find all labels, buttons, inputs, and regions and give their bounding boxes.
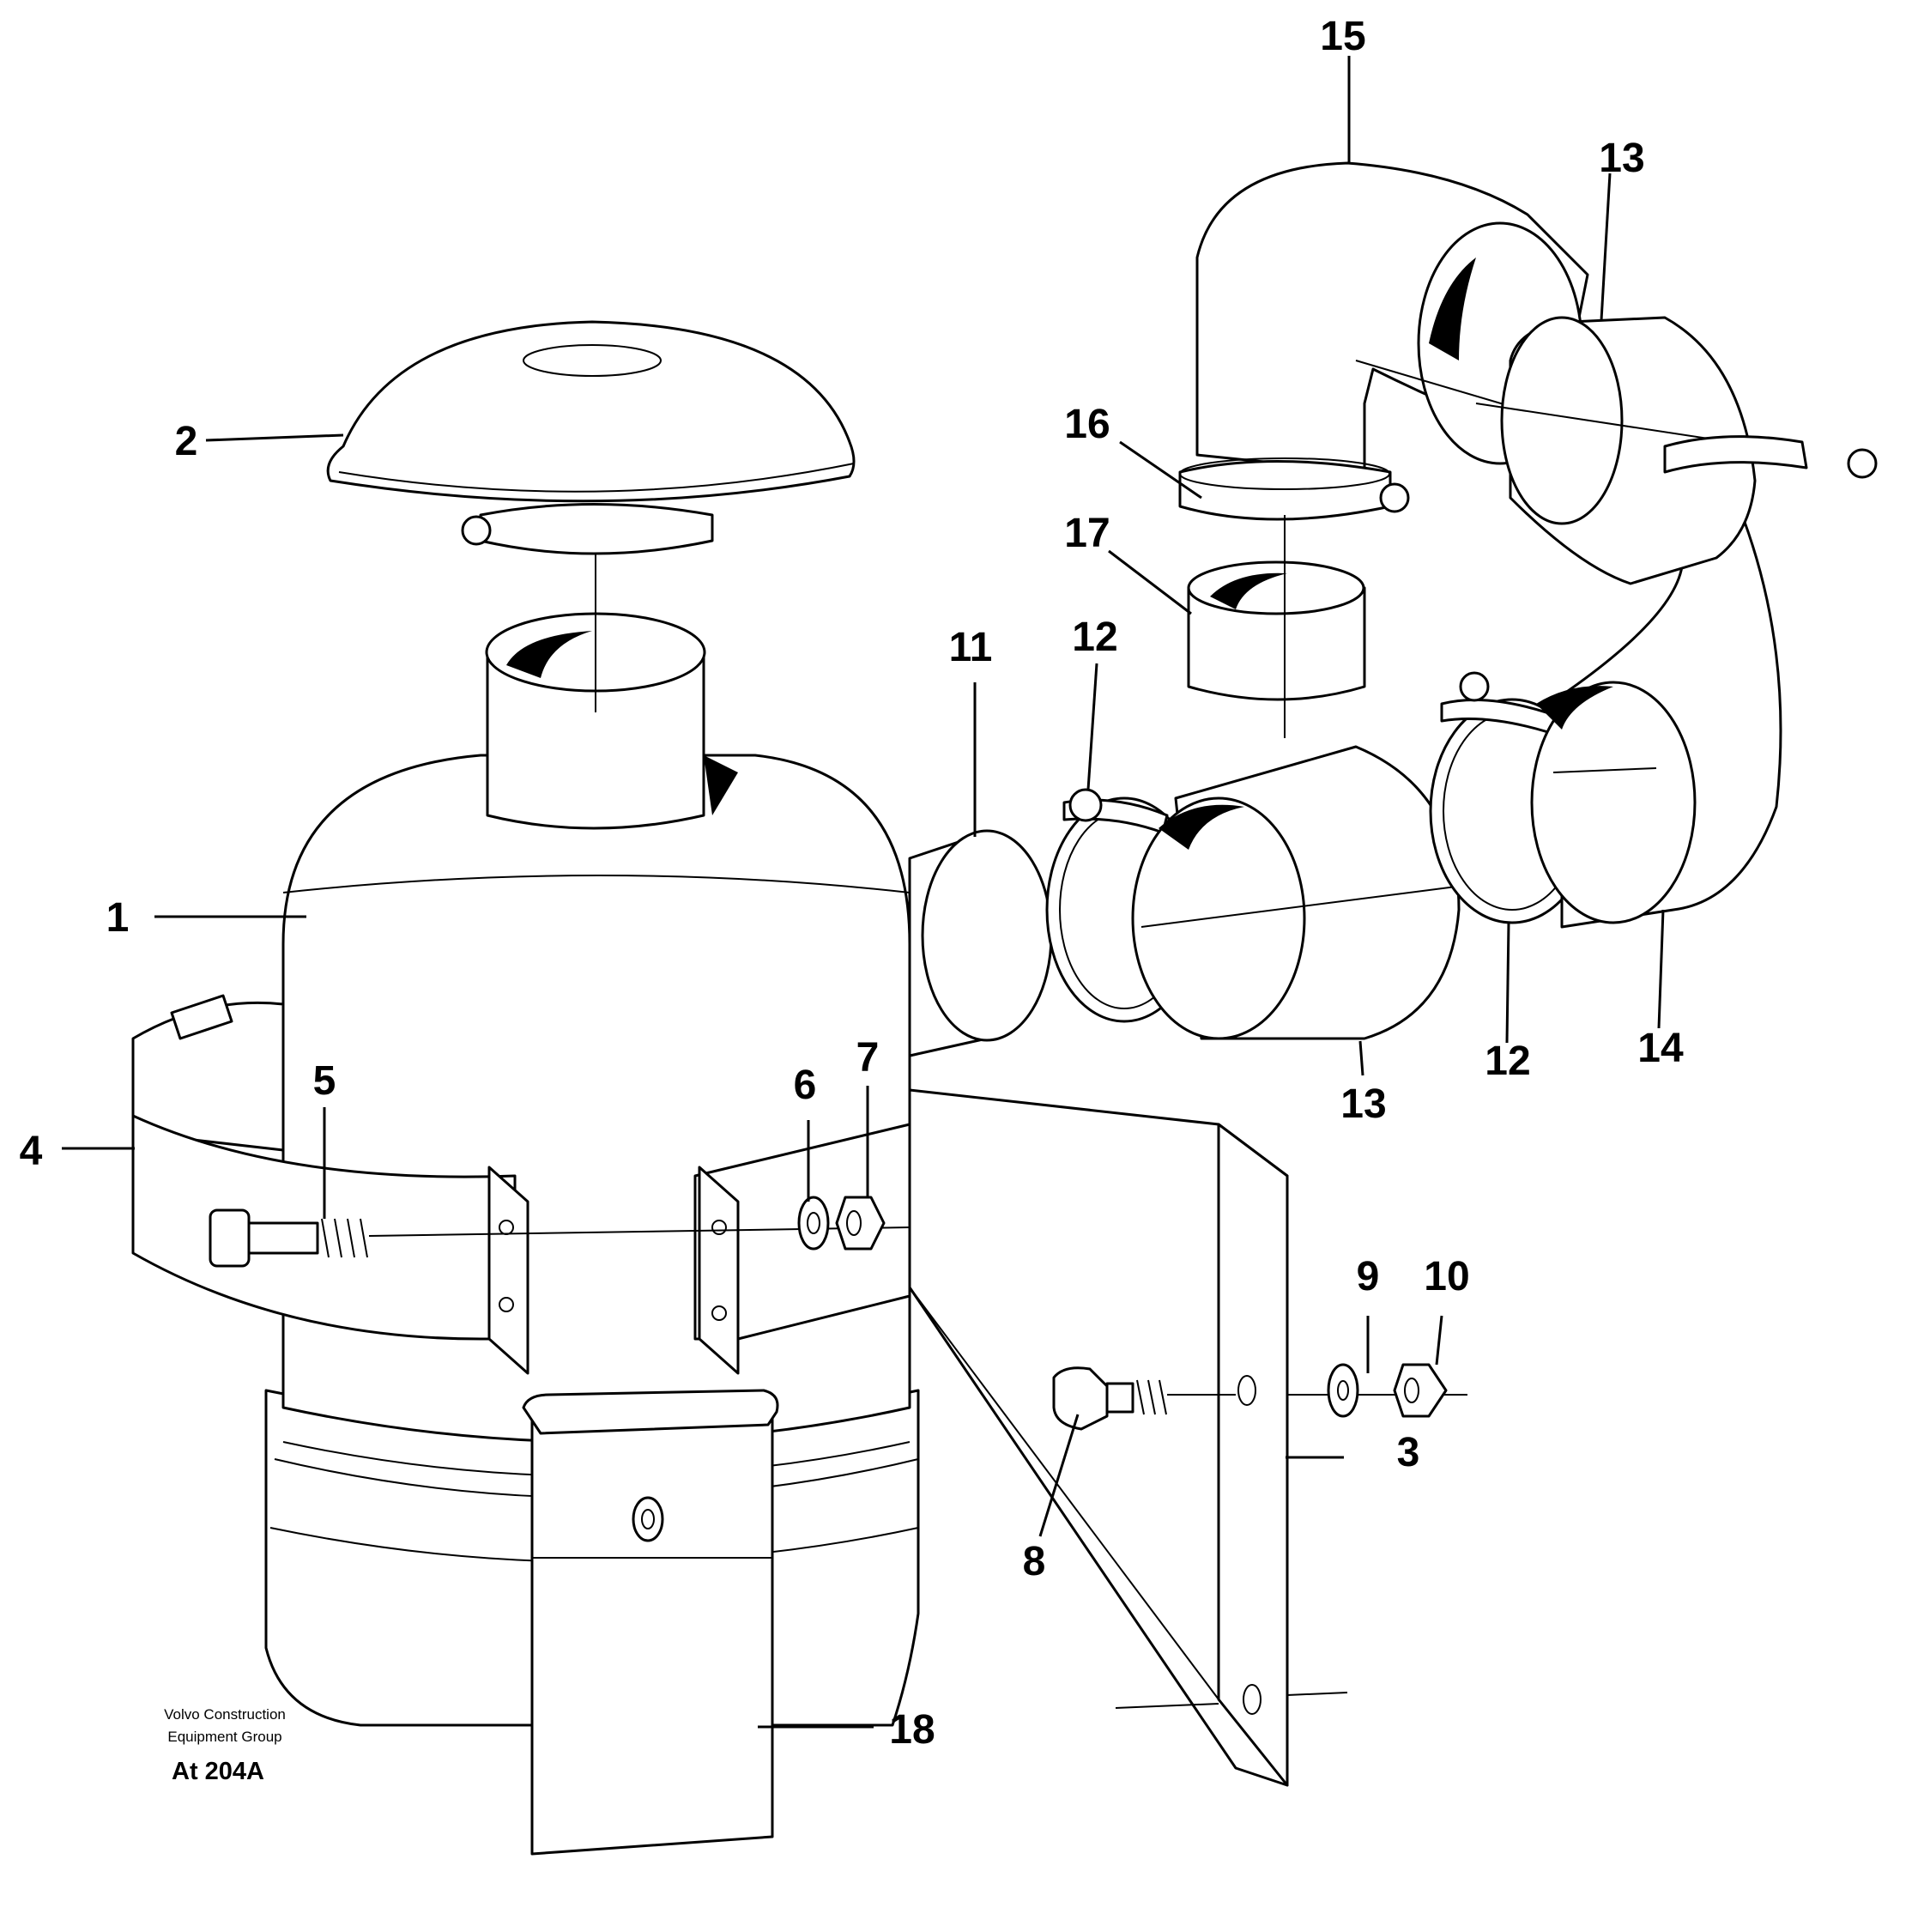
callout-13-lower: 13: [1340, 1081, 1386, 1127]
callout-4: 4: [20, 1129, 43, 1174]
callout-1: 1: [106, 895, 130, 941]
credit-line-1: Volvo Construction: [164, 1706, 286, 1723]
callout-13-upper: 13: [1599, 136, 1644, 181]
callout-17: 17: [1064, 511, 1110, 556]
callout-labels: 1 2 3 4 5 6 7 8 9 10 11 12 12 13 13 14 1…: [20, 14, 1684, 1753]
callout-10: 10: [1424, 1254, 1469, 1299]
elbow-hose: [1530, 490, 1782, 929]
callout-18: 18: [889, 1707, 935, 1753]
hose: [1131, 745, 1477, 1040]
callout-14: 14: [1637, 1026, 1684, 1071]
callout-8: 8: [1023, 1539, 1046, 1584]
figure-code: At 204A: [172, 1758, 264, 1785]
strap-bolt: [209, 1208, 911, 1268]
nut: [1393, 1363, 1448, 1418]
hose: [908, 829, 1053, 1057]
callout-12-left: 12: [1072, 615, 1117, 660]
callout-15: 15: [1320, 14, 1365, 59]
callout-16: 16: [1064, 402, 1110, 447]
hose-connector: [1187, 515, 1366, 738]
callout-5: 5: [313, 1058, 336, 1104]
cover-plate: [522, 1389, 779, 1856]
rain-cap: [326, 320, 856, 555]
washer: [1327, 1363, 1359, 1418]
credit-line-2: Equipment Group: [167, 1729, 281, 1745]
mounting-bracket: [908, 1088, 1348, 1787]
nut: [835, 1196, 886, 1251]
hose-clamp: [1178, 457, 1410, 521]
leader-lines: [62, 56, 1665, 1729]
publisher-credit: Volvo Construction Equipment Group At 20…: [164, 1706, 286, 1785]
callout-11: 11: [949, 625, 993, 670]
callout-2: 2: [175, 419, 198, 464]
callout-12-right: 12: [1485, 1039, 1530, 1084]
callout-3: 3: [1397, 1430, 1420, 1475]
callout-7: 7: [856, 1035, 880, 1081]
washer: [797, 1196, 830, 1251]
callout-6: 6: [794, 1063, 817, 1108]
callout-9: 9: [1357, 1254, 1380, 1299]
hose-clamp: [1663, 435, 1878, 479]
